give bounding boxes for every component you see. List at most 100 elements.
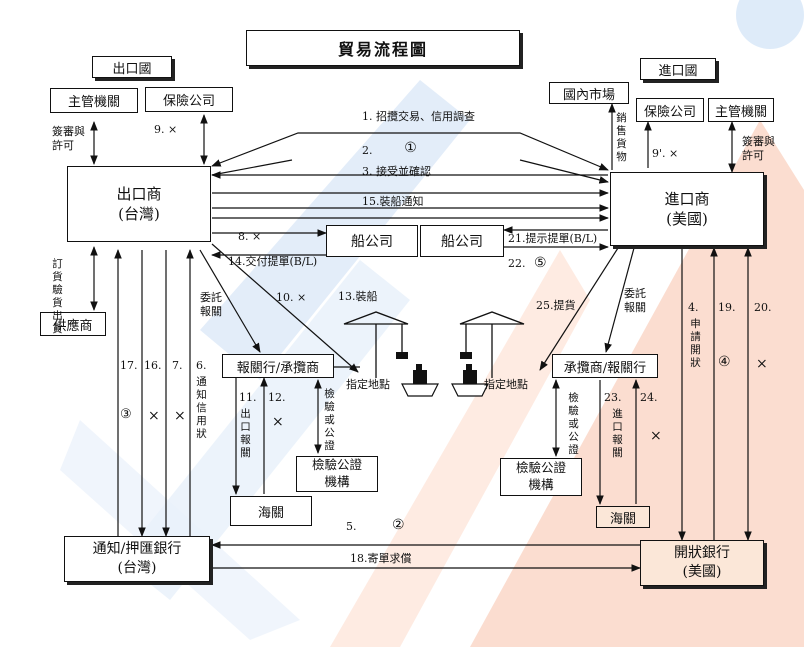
importer-box: 進口商 (美國) [610, 172, 764, 246]
exporter-name: 出口商 [116, 184, 162, 203]
domestic-market-box: 國內市場 [549, 82, 629, 104]
shipping-company-a: 船公司 [326, 225, 418, 257]
import-country-label: 進口國 [640, 58, 716, 80]
step-18-label: 18.寄單求償 [350, 552, 412, 565]
import-inspection-line1: 檢驗公證 [515, 460, 566, 476]
arrow-2-side-b [519, 159, 609, 184]
step-23-label: 23. [604, 391, 622, 404]
step-5-circle: ② [392, 517, 405, 533]
step-1-label: 1. 招攬交易、信用調查 [362, 110, 475, 123]
step-20-x: × [756, 356, 768, 372]
approval-left-line1: 簽審與 [52, 125, 85, 138]
step-14-label: 14.交付提單(B/L) [228, 255, 318, 268]
import-authority-box: 主管機關 [708, 98, 774, 122]
step-2-label: 2. [362, 144, 373, 157]
step-9p-label: 9'. × [652, 147, 679, 160]
issuing-bank-country: (美國) [682, 564, 722, 580]
step-7-label: 7. [172, 359, 183, 372]
export-broker-box: 報關行/承攬商 [222, 354, 334, 378]
approval-right-line2: 許可 [742, 149, 764, 162]
arrow-entrust-left [199, 249, 261, 353]
exporter-country: (台灣) [118, 205, 160, 223]
step-22-label: 22. [508, 257, 526, 270]
step-21-label: 21.提示提單(B/L) [508, 232, 598, 245]
entrust-right-line2: 報關 [624, 301, 646, 314]
importer-name: 進口商 [664, 189, 710, 208]
import-inspection-box: 檢驗公證 機構 [500, 458, 582, 496]
step-12-x: × [272, 414, 284, 430]
step-19-circle: ④ [718, 354, 731, 370]
sales-goods-text: 銷售貨物 [616, 112, 627, 163]
exporter-box: 出口商 (台灣) [67, 166, 211, 242]
import-designated-place: 指定地點 [484, 378, 528, 391]
shipping-company-b: 船公司 [420, 225, 504, 257]
entrust-left-line2: 報關 [200, 305, 222, 318]
issuing-bank-box: 開狀銀行 (美國) [640, 540, 764, 586]
import-broker-box: 承攬商/報關行 [552, 354, 658, 378]
step-17-label: 17. [120, 359, 138, 372]
step-6-label: 6. [196, 359, 207, 372]
advising-bank-country: (台灣) [117, 560, 157, 576]
warehouse-right-icon [459, 311, 525, 378]
step-9-label: 9. × [154, 123, 178, 136]
advising-bank-name: 通知/押匯銀行 [92, 541, 182, 558]
diagram-title: 貿易流程圖 [246, 30, 520, 66]
step-24-label: 24. [640, 391, 658, 404]
warehouse-left-icon [343, 311, 409, 378]
importer-country: (美國) [666, 210, 708, 228]
supplier-box: 供應商 [40, 312, 106, 336]
step-13-label: 13.裝船 [338, 290, 378, 303]
step-7-x: × [174, 408, 186, 424]
step-8-label: 8. × [238, 230, 262, 243]
export-customs-box: 海關 [230, 496, 312, 526]
step-16-x: × [148, 408, 160, 424]
import-customs-box: 海關 [596, 506, 650, 528]
arrow-10 [211, 243, 359, 373]
step-4-text: 申請開狀 [690, 318, 701, 369]
arrow-2-side-a [211, 159, 293, 176]
step-17-circle: ③ [120, 407, 132, 422]
step-5-label: 5. [346, 520, 357, 533]
import-insurance-box: 保險公司 [636, 98, 704, 122]
entrust-left-line1: 委託 [200, 291, 222, 304]
advising-bank-box: 通知/押匯銀行 (台灣) [64, 536, 210, 582]
step-20-label: 20. [754, 301, 772, 314]
step-3-label: 3. 接受並確認 [362, 165, 431, 178]
step-12-label: 12. [268, 391, 286, 404]
supplier-flow-text: 訂貨驗貨出貨 [52, 258, 63, 335]
step-16-label: 16. [144, 359, 162, 372]
blue-stripe-lower [120, 260, 410, 600]
step-6-text: 通知信用狀 [196, 376, 207, 440]
export-inspection-line1: 檢驗公證 [311, 457, 362, 473]
import-inspection-line2: 機構 [528, 477, 554, 492]
arrow-25 [539, 247, 619, 371]
step-11-text: 出口報關 [240, 408, 251, 459]
arrow-1 [211, 132, 609, 171]
export-inspection-line2: 機構 [324, 474, 350, 489]
approval-left-line2: 許可 [52, 139, 74, 152]
step-11-label: 11. [239, 391, 257, 404]
step-23-text: 進口報關 [612, 408, 623, 459]
export-designated-place: 指定地點 [346, 378, 390, 391]
step-2-circle: ① [404, 140, 417, 156]
step-4-label: 4. [688, 301, 699, 314]
blue-corner-mark [736, 0, 804, 49]
cargo-left-icon [396, 352, 408, 359]
ship-left-icon [401, 364, 439, 397]
step-24-x: × [650, 428, 662, 444]
step-19-label: 19. [718, 301, 736, 314]
inspect-right-text: 檢驗或公證 [568, 392, 579, 456]
ship-right-icon [451, 364, 489, 397]
export-insurance-box: 保險公司 [145, 87, 233, 112]
inspect-left-text: 檢驗或公證 [324, 388, 335, 452]
orange-stripe-center [330, 250, 590, 647]
cargo-right-icon [460, 352, 472, 359]
step-22-circle: ⑤ [534, 255, 547, 271]
approval-right-line1: 簽審與 [742, 135, 775, 148]
issuing-bank-name: 開狀銀行 [674, 545, 730, 562]
export-authority-box: 主管機關 [50, 88, 138, 113]
blue-stripe-bottom [60, 420, 300, 640]
export-inspection-box: 檢驗公證 機構 [296, 456, 378, 492]
arrow-entrust-right [604, 247, 635, 353]
step-25-label: 25.提貨 [536, 299, 576, 312]
